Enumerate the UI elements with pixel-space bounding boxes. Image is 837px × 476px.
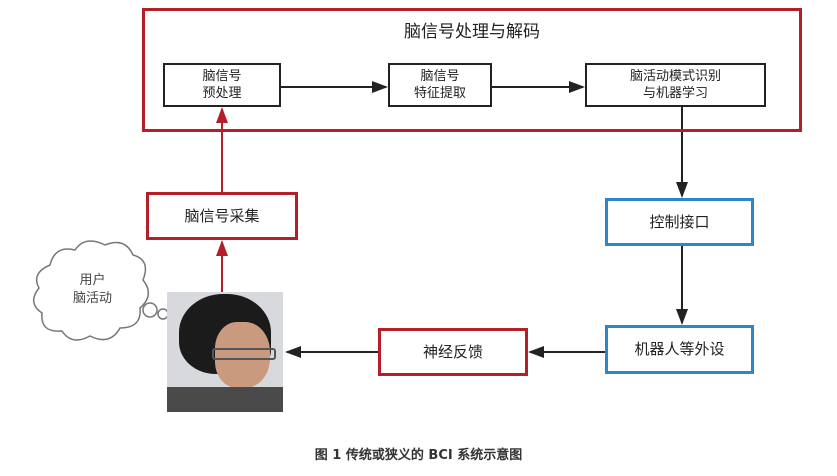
figure-caption: 图 1 传统或狭义的 BCI 系统示意图 xyxy=(314,448,523,463)
processing-decoding-group: 脑信号处理与解码 xyxy=(142,8,802,132)
jacket xyxy=(167,387,283,412)
label-line: 与机器学习 xyxy=(642,86,708,101)
thought-cloud xyxy=(33,240,176,341)
peripherals-box: 机器人等外设 xyxy=(605,325,754,374)
processing-title: 脑信号处理与解码 xyxy=(404,22,540,42)
label-line: 用户 xyxy=(79,273,106,288)
preprocessing-box: 脑信号 预处理 xyxy=(163,63,281,107)
label-line: 脑信号 xyxy=(202,69,242,84)
label-line: 脑活动模式识别 xyxy=(629,69,721,84)
glasses xyxy=(212,348,276,360)
face xyxy=(215,322,270,388)
label-line: 脑信号 xyxy=(420,69,460,84)
label: 机器人等外设 xyxy=(634,340,725,358)
label-line: 预处理 xyxy=(202,86,242,101)
control-interface-box: 控制接口 xyxy=(605,198,754,246)
feature-extraction-box: 脑信号 特征提取 xyxy=(388,63,492,107)
pattern-recognition-box: 脑活动模式识别 与机器学习 xyxy=(585,63,766,107)
signal-acquisition-box: 脑信号采集 xyxy=(146,192,298,240)
label: 控制接口 xyxy=(649,212,710,231)
label: 神经反馈 xyxy=(422,342,483,361)
label-line: 脑活动 xyxy=(72,291,112,306)
label: 脑信号采集 xyxy=(184,206,260,225)
label-line: 特征提取 xyxy=(413,86,466,101)
user-photo xyxy=(167,292,283,412)
neural-feedback-box: 神经反馈 xyxy=(378,328,528,376)
thought-text: 用户 脑活动 xyxy=(55,272,130,308)
